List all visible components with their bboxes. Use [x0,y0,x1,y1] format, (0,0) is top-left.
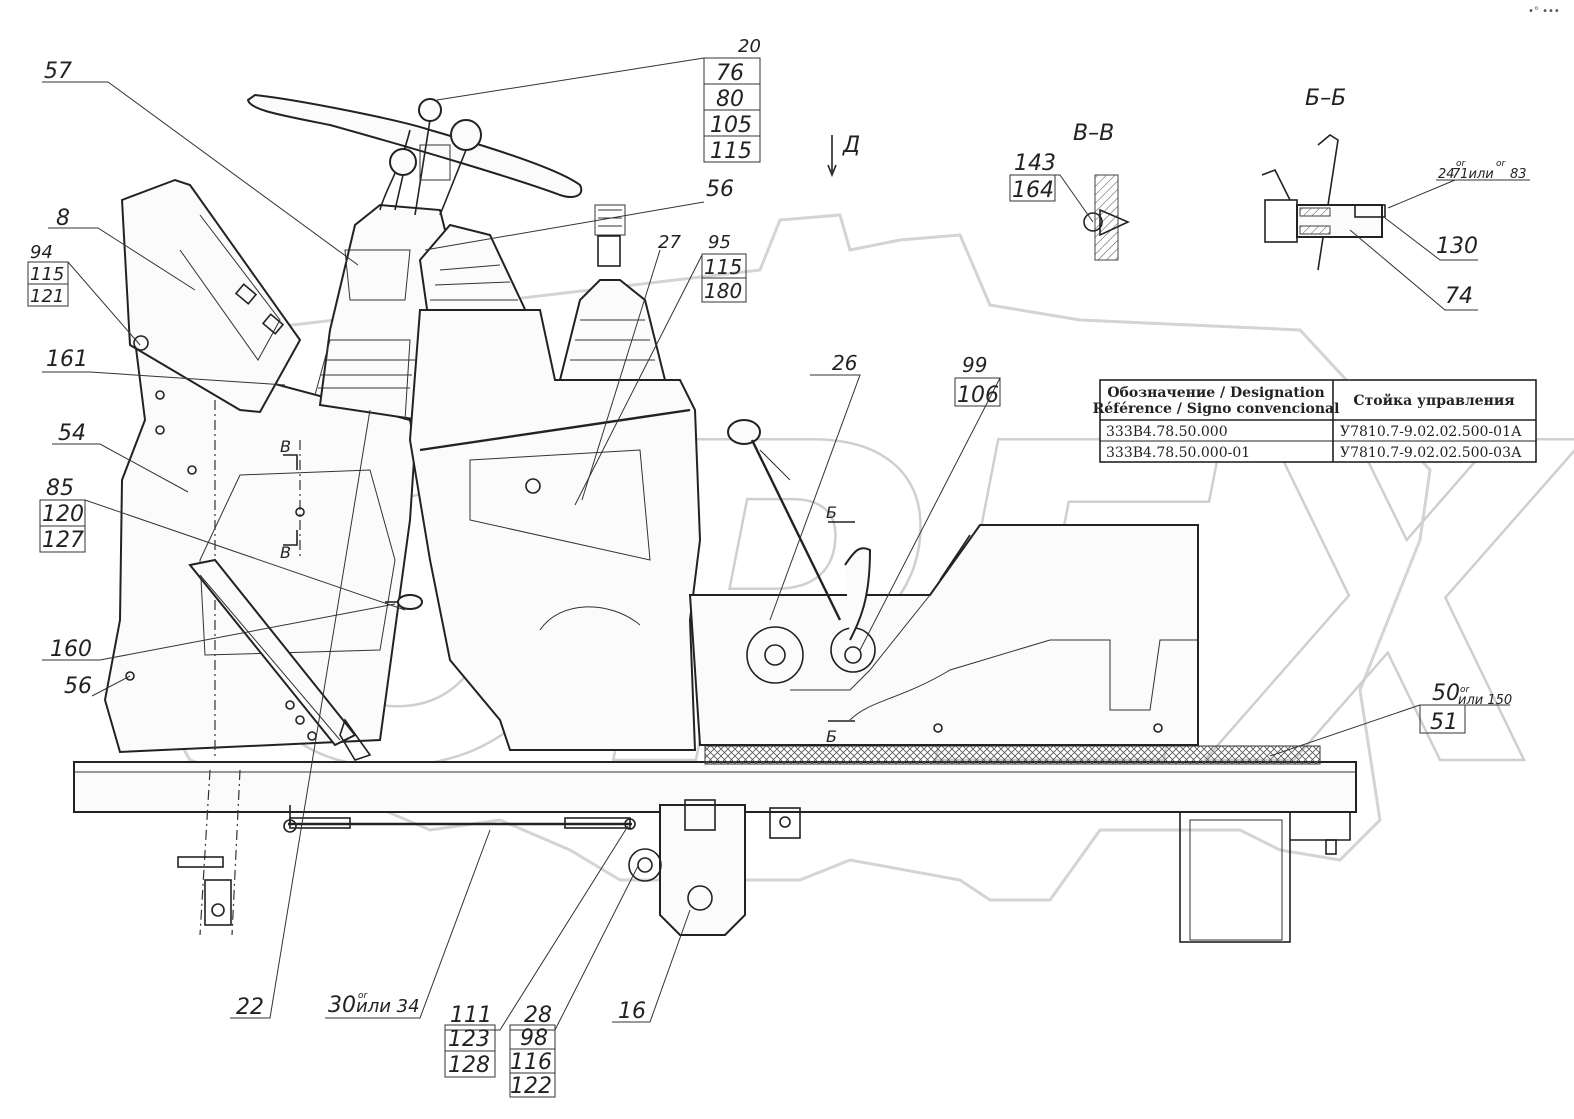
section-mark-b-bottom: Б [826,727,837,746]
callout-111: 111 [450,1003,492,1028]
section-mark-v-top: В [280,437,291,456]
callout-28-116: 116 [510,1050,552,1075]
callout-95-115: 115 [704,255,742,279]
callout-94-115: 115 [30,264,64,285]
callout-16: 16 [618,999,646,1024]
callout-85-120: 120 [42,502,84,527]
callout-130: 130 [1436,234,1478,259]
callout-56-top: 56 [706,177,734,202]
knob-160 [385,594,423,610]
pedal [188,558,372,761]
callout-95-180: 180 [704,279,742,303]
callout-30: 30 [328,993,356,1018]
callout-54: 54 [58,421,86,446]
callout-160: 160 [50,637,92,662]
callout-143: 143 [1014,151,1056,176]
callout-bb-or1: or [1456,159,1467,169]
callout-27: 27 [658,232,681,253]
callout-95: 95 [708,232,731,253]
section-bb: Б–Б [1261,86,1386,271]
table-header-designation-line1: Обозначение / Designation [1107,385,1324,401]
callout-28: 28 [524,1003,552,1028]
callout-50-150: или 150 [1458,693,1512,708]
callout-56-bottom: 56 [64,674,92,699]
table-header-assembly: Стойка управления [1353,392,1514,409]
table-cell-r2-c2: У7810.7-9.02.02.500-03А [1340,445,1522,461]
base-frame [73,745,1357,943]
section-mark-v-bottom: В [280,543,291,562]
section-vv-title: В–В [1073,121,1114,146]
callout-143-group: 143 164 [1009,151,1056,203]
callout-85: 85 [46,476,74,501]
callout-143-164: 164 [1012,178,1054,203]
designation-table: Обозначение / Designation Référence / Si… [1093,379,1537,463]
callout-85-127: 127 [42,528,84,553]
table-cell-r2-c1: 333В4.78.50.000-01 [1106,445,1250,461]
callout-99-group: 99 106 [954,353,1001,408]
callouts: 57 20 76 80 105 115 56 8 94 115 121 27 9… [27,36,1530,1099]
direction-arrow: Д [827,133,860,178]
callout-bb-or2: or [1496,159,1507,169]
callout-bb-83: 83 [1510,167,1527,182]
callout-161: 161 [46,347,88,372]
callout-26: 26 [832,351,857,375]
callout-94-121: 121 [30,286,64,307]
table-cell-r1-c2: У7810.7-9.02.02.500-01А [1340,424,1522,440]
callout-74: 74 [1445,284,1473,309]
callout-bb-71: 71или [1452,167,1494,182]
callout-20-group: 20 76 80 105 115 [703,36,761,164]
console-27 [408,204,702,751]
section-vv: В–В [1073,121,1130,261]
steering-shaft-lower [177,769,241,936]
section-mark-b-top: Б [826,503,837,522]
callout-94-group: 94 115 121 [27,242,69,307]
rod-30-34 [283,805,636,833]
callout-85-group: 85 120 127 [39,476,86,553]
callout-99: 99 [962,353,987,377]
callout-30-or: or [358,991,369,1001]
callout-50: 50 [1432,681,1460,706]
callout-111-123: 123 [448,1027,490,1052]
callout-50-or: or [1460,685,1471,695]
table-header-designation-line2: Référence / Signo convencional [1093,401,1340,417]
callout-28-98: 98 [520,1026,548,1051]
callout-51: 51 [1430,710,1458,735]
direction-label: Д [842,133,860,158]
callout-50-group: 50 or или 150 51 [1419,681,1512,735]
callout-20-80: 80 [716,87,744,112]
callout-20-105: 105 [710,113,752,138]
callout-bb-note: 24 or 71или or 83 [1436,159,1530,182]
callout-20-115: 115 [710,139,752,164]
section-bb-title: Б–Б [1305,86,1346,111]
table-cell-r1-c1: 333В4.78.50.000 [1106,424,1228,440]
callout-111-group: 111 123 128 [444,1003,496,1078]
callout-30-group: 30 or или 34 [328,991,420,1018]
callout-bb-24: 24 [1438,167,1455,182]
instrument-panel [120,178,302,414]
lever-box [688,419,1199,746]
bracket-16 [628,799,746,936]
section-marks: В В Б Б [280,437,837,746]
callout-22: 22 [236,995,264,1020]
callout-20-76: 76 [716,61,744,86]
callout-8: 8 [56,206,70,231]
callout-28-group: 28 98 116 122 [509,1003,556,1099]
callout-111-128: 128 [448,1053,490,1078]
callout-28-122: 122 [510,1074,552,1099]
callout-94: 94 [30,242,53,263]
callout-99-106: 106 [957,383,999,408]
callout-95-group: 95 115 180 [701,232,747,303]
callout-20: 20 [738,36,761,57]
callout-57: 57 [44,59,72,84]
corner-mark: •° ••• [1528,6,1560,17]
callout-30-34: или 34 [356,996,420,1017]
